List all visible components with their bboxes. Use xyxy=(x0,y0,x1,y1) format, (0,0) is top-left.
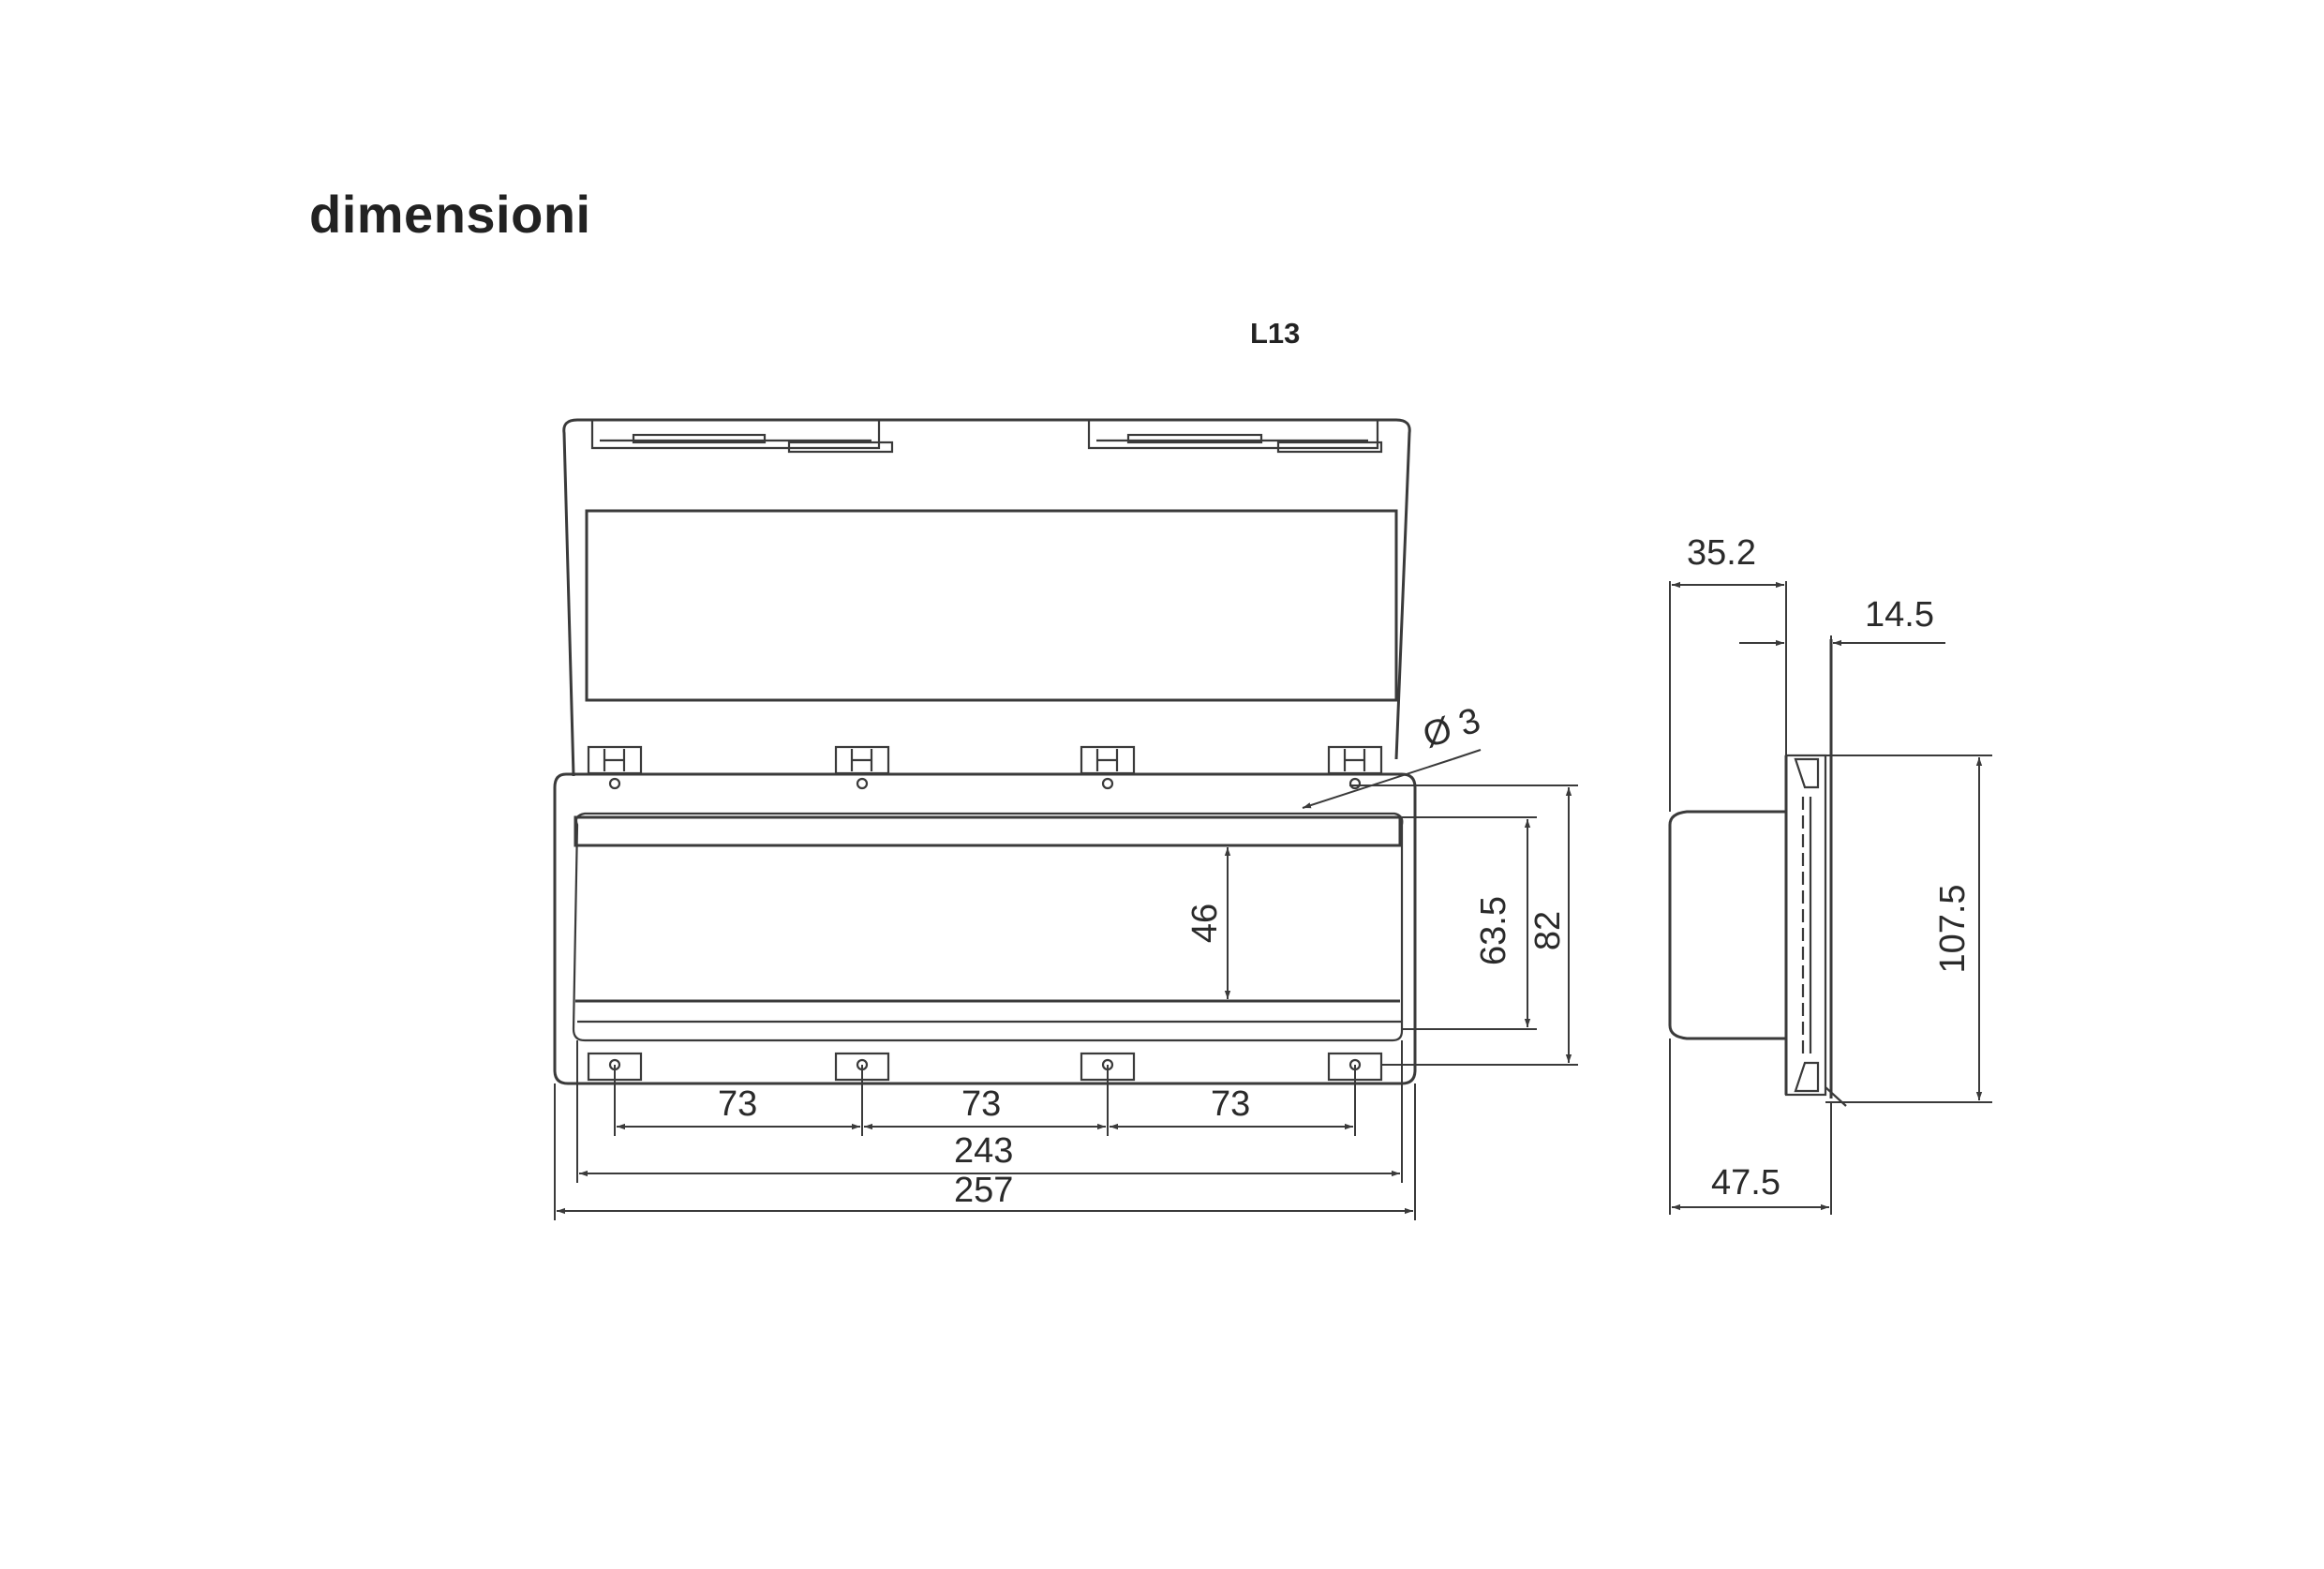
overall-height-dim: 82 xyxy=(1528,911,1568,950)
side-view: 35.2 14.5 107.5 47.5 xyxy=(1668,533,1992,1215)
overall-width-dim: 257 xyxy=(954,1171,1013,1210)
side-dimensions: 35.2 14.5 107.5 47.5 xyxy=(1669,533,1992,1215)
front-width-dimensions: 73 73 73 243 257 xyxy=(554,1040,1416,1220)
spacing-dim-1: 73 xyxy=(718,1084,757,1124)
offset-dim: 14.5 xyxy=(1865,595,1934,635)
spacing-dim-2: 73 xyxy=(961,1084,1001,1124)
cover-lid xyxy=(562,418,1411,777)
depth-total-dim: 47.5 xyxy=(1711,1163,1780,1203)
side-profile xyxy=(1668,639,1847,1107)
base-enclosure xyxy=(553,772,1417,1085)
model-label: L13 xyxy=(1250,317,1301,350)
window-height-dim: 46 xyxy=(1185,904,1225,943)
page-title: dimensioni xyxy=(309,185,591,244)
hole-span-dim: 243 xyxy=(954,1131,1013,1171)
front-view: Ø 3 73 73 73 243 257 xyxy=(553,418,1578,1220)
hole-diameter-label: Ø 3 xyxy=(1419,701,1485,756)
depth-front-dim: 35.2 xyxy=(1687,533,1756,573)
height-dim: 107.5 xyxy=(1933,884,1973,973)
inner-height-dim: 63.5 xyxy=(1474,896,1513,965)
hole-diameter-callout: Ø 3 xyxy=(1302,701,1485,809)
spacing-dim-3: 73 xyxy=(1211,1084,1250,1124)
hinges xyxy=(587,745,1383,775)
front-height-dimensions: 46 63.5 82 xyxy=(1185,784,1578,1066)
